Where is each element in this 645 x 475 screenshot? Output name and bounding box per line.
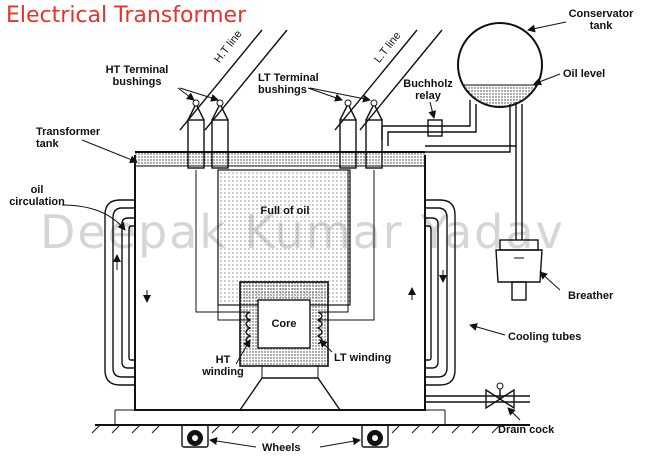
arrow-cooling-tubes xyxy=(469,323,506,336)
arrow-ht-bushing-2 xyxy=(179,87,219,102)
ht-bushing-1 xyxy=(187,99,205,169)
arrow-oil-circulation xyxy=(61,204,126,231)
ht-winding-label: HT winding xyxy=(202,354,244,378)
arrow-lt-bushing-2 xyxy=(309,87,371,103)
ht-bushings-label: HT Terminal bushings xyxy=(105,64,169,88)
arrow-ht-bushing-1 xyxy=(177,87,195,101)
ht-winding-coils xyxy=(245,311,252,345)
buchholz-relay-label: Buchholz relay xyxy=(403,78,453,102)
oil-level-label: Oil level xyxy=(563,68,606,80)
page-title: Electrical Transformer xyxy=(6,3,247,28)
arrow-buchholz xyxy=(428,101,437,119)
lt-bushings-label: LT Terminal bushings xyxy=(258,72,319,96)
arrow-lt-bushing-1 xyxy=(307,87,343,102)
arrow-drain-cock xyxy=(507,407,521,421)
core-pedestal xyxy=(239,377,341,411)
ground-hatch xyxy=(91,424,501,434)
wheel-left xyxy=(181,424,209,448)
arrow-ht-winding xyxy=(235,339,251,365)
core-window xyxy=(257,299,311,349)
ht-bushing-2 xyxy=(211,99,229,169)
arrow-wheel-right xyxy=(319,437,361,448)
breather-label: Breather xyxy=(568,290,614,302)
full-of-oil-label: Full of oil xyxy=(260,205,310,217)
core-label: Core xyxy=(271,318,297,330)
arrow-wheel-left xyxy=(209,437,257,448)
cooling-tubes-label: Cooling tubes xyxy=(508,331,582,343)
drain-cock-label: Drain cock xyxy=(498,424,555,436)
arrow-lt-winding xyxy=(319,339,333,353)
breather xyxy=(495,239,543,301)
transformer-tank-label: Transformer tank xyxy=(36,126,101,150)
buchholz-relay-box xyxy=(427,119,443,137)
drain-cock xyxy=(425,382,530,410)
wheels-label: Wheels xyxy=(262,442,301,454)
tank-top-oil xyxy=(135,152,425,166)
conservator-pipe-inner xyxy=(387,104,477,146)
lt-bushing-2 xyxy=(365,99,383,169)
ht-line-1 xyxy=(179,29,263,131)
conservator-pipe-outer xyxy=(381,100,471,140)
arrow-oil-level xyxy=(533,73,561,86)
ht-line-2 xyxy=(204,29,288,131)
cooling-tubes-right xyxy=(425,199,456,386)
arrow-conservator xyxy=(527,21,567,33)
lt-line-2 xyxy=(359,29,443,131)
wheel-right xyxy=(361,424,389,448)
conservator-tank-label: Conservator tank xyxy=(568,8,634,32)
lt-line-1 xyxy=(334,29,418,131)
oil-circulation-label: oil circulation xyxy=(9,184,65,208)
lt-winding-label: LT winding xyxy=(334,352,392,364)
lt-bushing-1 xyxy=(339,99,357,169)
arrow-breather xyxy=(539,271,561,291)
lt-winding-coils xyxy=(316,311,323,345)
arrow-tank xyxy=(81,139,138,164)
cooling-tubes-left xyxy=(104,199,135,386)
